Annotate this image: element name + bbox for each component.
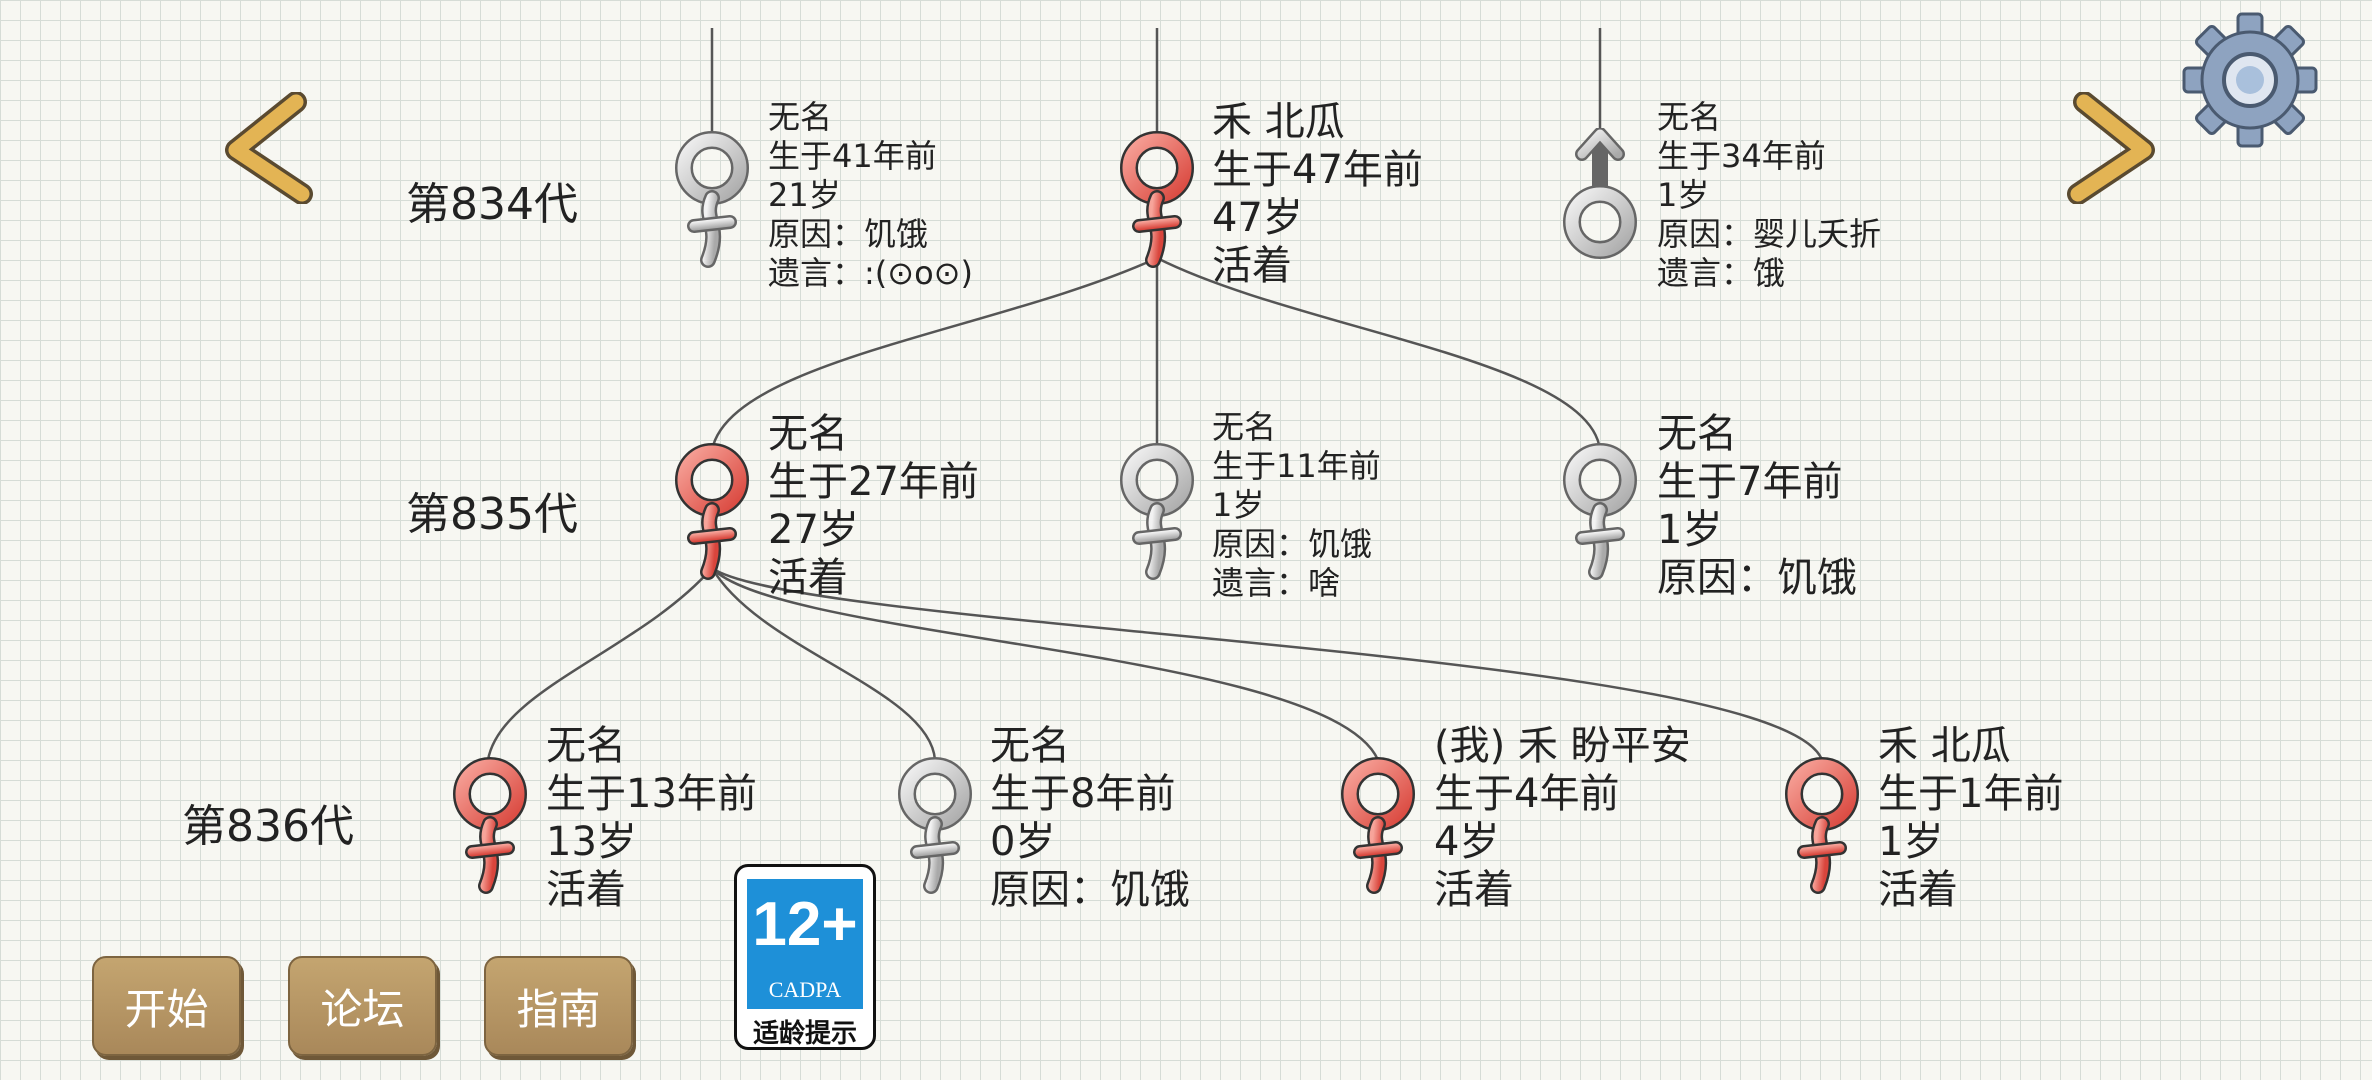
person-name: 无名 [546,723,626,769]
person-status: 活着 [546,867,626,913]
person-status: 原因：饥饿 [1212,525,1373,563]
person-born: 生于1年前 [1878,771,2064,817]
person-age: 0岁 [990,819,1056,865]
person-born: 生于11年前 [1212,447,1381,485]
person-info: 禾 北瓜 生于1年前 1岁 活着 [1878,722,2063,914]
person-age: 13岁 [546,819,637,865]
person-info: 无名 生于27年前 27岁 活着 [768,410,979,602]
person-info: 无名 生于7年前 1岁 原因：饥饿 [1657,410,1857,602]
female-symbol-icon [675,131,749,268]
person-status: 活着 [1434,867,1514,913]
person-born: 生于8年前 [990,771,1176,817]
female-symbol-icon [1120,443,1194,580]
person-info: 无名 生于8年前 0岁 原因：饥饿 [990,722,1190,914]
gear-icon[interactable] [2180,10,2320,150]
person-born: 生于4年前 [1434,771,1620,817]
person-info: 无名 生于13年前 13岁 活着 [546,722,757,914]
generation-label-834: 第834代 [406,179,578,230]
age-rating-org: CADPA [768,977,842,1002]
person-lastwords: 遗言：啥 [1212,564,1341,602]
start-button[interactable]: 开始 [92,956,241,1056]
person-info: 禾 北瓜 生于47年前 47岁 活着 [1212,98,1423,290]
generation-label-835: 第835代 [406,489,578,540]
age-rating-value: 12+ [752,890,858,959]
person-age: 47岁 [1212,195,1303,241]
person-age: 27岁 [768,507,859,553]
person-born: 生于41年前 [768,137,937,175]
person-lastwords: 遗言：饿 [1657,254,1786,292]
person-info: 无名 生于34年前 1岁 原因：婴儿夭折 遗言：饿 [1657,98,1881,293]
person-born: 生于47年前 [1212,147,1423,193]
generation-label-836: 第836代 [182,801,354,852]
female-symbol-icon [1785,757,1859,894]
person-age: 1岁 [1878,819,1944,865]
age-rating-tip: 适龄提示 [752,1019,857,1049]
person-age: 1岁 [1212,486,1265,524]
guide-button[interactable]: 指南 [484,956,633,1056]
person-name: 无名 [768,98,833,136]
person-born: 生于27年前 [768,459,979,505]
person-status: 原因：饥饿 [1657,555,1857,601]
person-status: 原因：饥饿 [768,215,929,253]
person-name: 无名 [1212,408,1277,446]
person-born: 生于7年前 [1657,459,1843,505]
age-rating-badge: 12+ CADPA 适龄提示 [734,864,876,1050]
person-status: 活着 [1212,243,1292,289]
person-status: 活着 [768,555,848,601]
person-status: 原因：婴儿夭折 [1657,215,1882,253]
person-info: 无名 生于11年前 1岁 原因：饥饿 遗言：啥 [1212,408,1381,603]
female-symbol-icon [1563,443,1637,580]
person-name: (我) 禾 盼平安 [1434,723,1691,769]
person-born: 生于13年前 [546,771,757,817]
person-name: 禾 北瓜 [1878,723,2011,769]
person-status: 原因：饥饿 [990,867,1190,913]
person-name: 无名 [1657,411,1737,457]
person-age: 1岁 [1657,507,1723,553]
person-name: 禾 北瓜 [1212,99,1345,145]
chevron-right-icon[interactable] [2062,92,2162,204]
female-symbol-icon [453,757,527,894]
forum-button[interactable]: 论坛 [288,956,437,1056]
chevron-left-icon[interactable] [218,92,318,204]
age-rating-panel: 12+ CADPA [747,879,863,1009]
person-lastwords: 遗言：:(⊙o⊙) [768,254,973,292]
person-age: 21岁 [768,176,841,214]
female-symbol-icon [898,757,972,894]
person-name: 无名 [1657,98,1722,136]
person-age: 1岁 [1657,176,1710,214]
male-symbol-icon [1563,128,1637,259]
female-symbol-icon [1120,131,1194,268]
person-info: 无名 生于41年前 21岁 原因：饥饿 遗言：:(⊙o⊙) [768,98,973,293]
person-age: 4岁 [1434,819,1500,865]
person-name: 无名 [768,411,848,457]
female-symbol-icon [675,443,749,580]
person-status: 活着 [1878,867,1958,913]
female-symbol-icon [1341,757,1415,894]
person-born: 生于34年前 [1657,137,1826,175]
person-name: 无名 [990,723,1070,769]
person-info: (我) 禾 盼平安 生于4年前 4岁 活着 [1434,722,1691,914]
